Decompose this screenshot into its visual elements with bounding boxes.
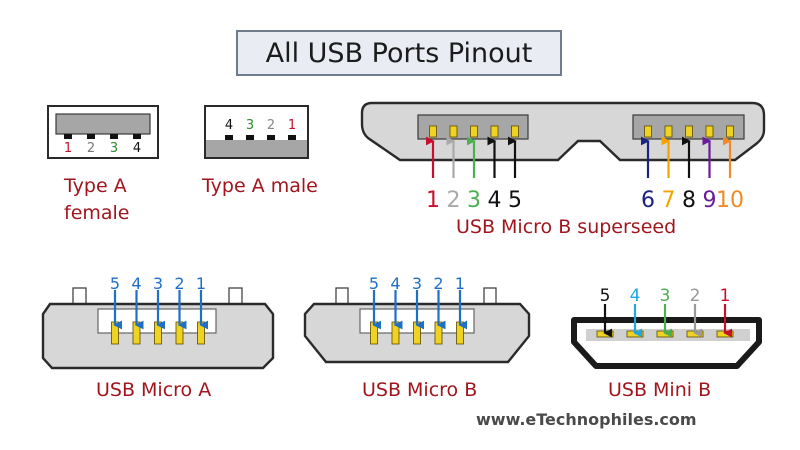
- superspeed-pin-7: [664, 125, 673, 138]
- micro-a-pin-number-2: 2: [174, 274, 184, 293]
- micro-a-clip-right: [228, 287, 243, 305]
- type-a-female-pin-number-3: 3: [110, 141, 118, 156]
- type-a-female-pin-3: [110, 134, 118, 139]
- micro-a-label: USB Micro A: [96, 379, 212, 401]
- superspeed-pin-number-5: 5: [508, 188, 522, 213]
- superspeed-pin-number-2: 2: [447, 188, 461, 213]
- mini-b-pin-number-4: 4: [630, 286, 641, 306]
- micro-a-pin-number-1: 1: [196, 274, 206, 293]
- type-a-female-label-line1: Type A: [64, 175, 127, 197]
- superspeed-pin-number-9: 9: [703, 188, 717, 213]
- micro-b-pin-2: [434, 321, 443, 345]
- superspeed-pin-10: [726, 125, 734, 138]
- micro-a-clip-left: [72, 287, 87, 305]
- type-a-female-tongue: [55, 113, 151, 135]
- micro-a-pin-number-5: 5: [110, 274, 120, 293]
- micro-b-pin-1: [456, 321, 464, 345]
- type-a-male-pin-4: [225, 135, 233, 140]
- mini-b-label: USB Mini B: [608, 379, 712, 401]
- micro-a-pin-5: [111, 321, 119, 345]
- superspeed-pin-number-4: 4: [488, 188, 502, 213]
- micro-b-pin-4: [391, 321, 400, 345]
- superspeed-pin-6: [644, 125, 652, 138]
- superspeed-pin-number-10: 10: [716, 188, 744, 213]
- micro-a-pin-2: [175, 321, 184, 345]
- type-a-male-pin-1: [288, 135, 296, 140]
- type-a-male-pin-number-1: 1: [288, 118, 296, 133]
- micro-b-pin-number-2: 2: [433, 274, 443, 293]
- micro-b-label: USB Micro B: [362, 379, 478, 401]
- micro-b-clip-left: [335, 287, 349, 305]
- micro-a-pin-number-4: 4: [131, 274, 141, 293]
- superspeed-label: USB Micro B superseed: [456, 216, 677, 238]
- micro-b-pin-number-5: 5: [369, 274, 379, 293]
- page-title: All USB Ports Pinout: [265, 37, 533, 69]
- micro-b-pin-5: [370, 321, 378, 345]
- superspeed-pin-number-3: 3: [467, 188, 481, 213]
- micro-a-pin-3: [154, 321, 162, 345]
- micro-b-clip-right: [483, 287, 497, 305]
- type-a-male-pin-number-3: 3: [246, 118, 254, 133]
- mini-b-pin-number-1: 1: [720, 286, 731, 306]
- type-a-male-pin-number-2: 2: [267, 118, 275, 133]
- type-a-male-tongue: [206, 140, 307, 157]
- superspeed-pin-5: [511, 125, 519, 138]
- micro-a-pin-4: [132, 321, 141, 345]
- type-a-male-label: Type A male: [202, 175, 318, 197]
- type-a-female-label-line2: female: [64, 202, 130, 224]
- superspeed-pin-8: [685, 125, 693, 138]
- type-a-female-pin-number-2: 2: [87, 141, 95, 156]
- superspeed-pin-4: [490, 125, 499, 138]
- superspeed-pin-number-7: 7: [662, 188, 676, 213]
- type-a-male-pin-2: [267, 135, 275, 140]
- superspeed-pin-9: [705, 125, 714, 138]
- mini-b-pin-number-2: 2: [690, 286, 701, 306]
- mini-b-pin-number-3: 3: [660, 286, 671, 306]
- micro-b-pin-number-3: 3: [412, 274, 422, 293]
- type-a-female-pin-number-4: 4: [133, 141, 141, 156]
- type-a-female-pin-2: [87, 134, 95, 139]
- website-footer: www.eTechnophiles.com: [476, 410, 697, 429]
- superspeed-pin-number-6: 6: [641, 188, 655, 213]
- micro-a-pin-number-3: 3: [153, 274, 163, 293]
- superspeed-pin-3: [470, 125, 478, 138]
- type-a-female-pin-4: [133, 134, 141, 139]
- type-a-male-pin-number-4: 4: [225, 118, 233, 133]
- micro-b-pin-number-1: 1: [455, 274, 465, 293]
- type-a-male-pin-3: [246, 135, 254, 140]
- type-a-female-pin-number-1: 1: [64, 141, 72, 156]
- superspeed-pin-2: [449, 125, 458, 138]
- mini-b-pin-number-5: 5: [600, 286, 611, 306]
- title-box: All USB Ports Pinout: [236, 30, 562, 76]
- mini-b-shell: [571, 317, 762, 369]
- micro-b-pin-3: [413, 321, 421, 345]
- micro-b-pin-number-4: 4: [390, 274, 400, 293]
- micro-a-pin-1: [197, 321, 205, 345]
- type-a-female-pin-1: [64, 134, 72, 139]
- superspeed-pin-number-1: 1: [426, 188, 440, 213]
- superspeed-pin-number-8: 8: [682, 188, 696, 213]
- superspeed-pin-1: [429, 125, 437, 138]
